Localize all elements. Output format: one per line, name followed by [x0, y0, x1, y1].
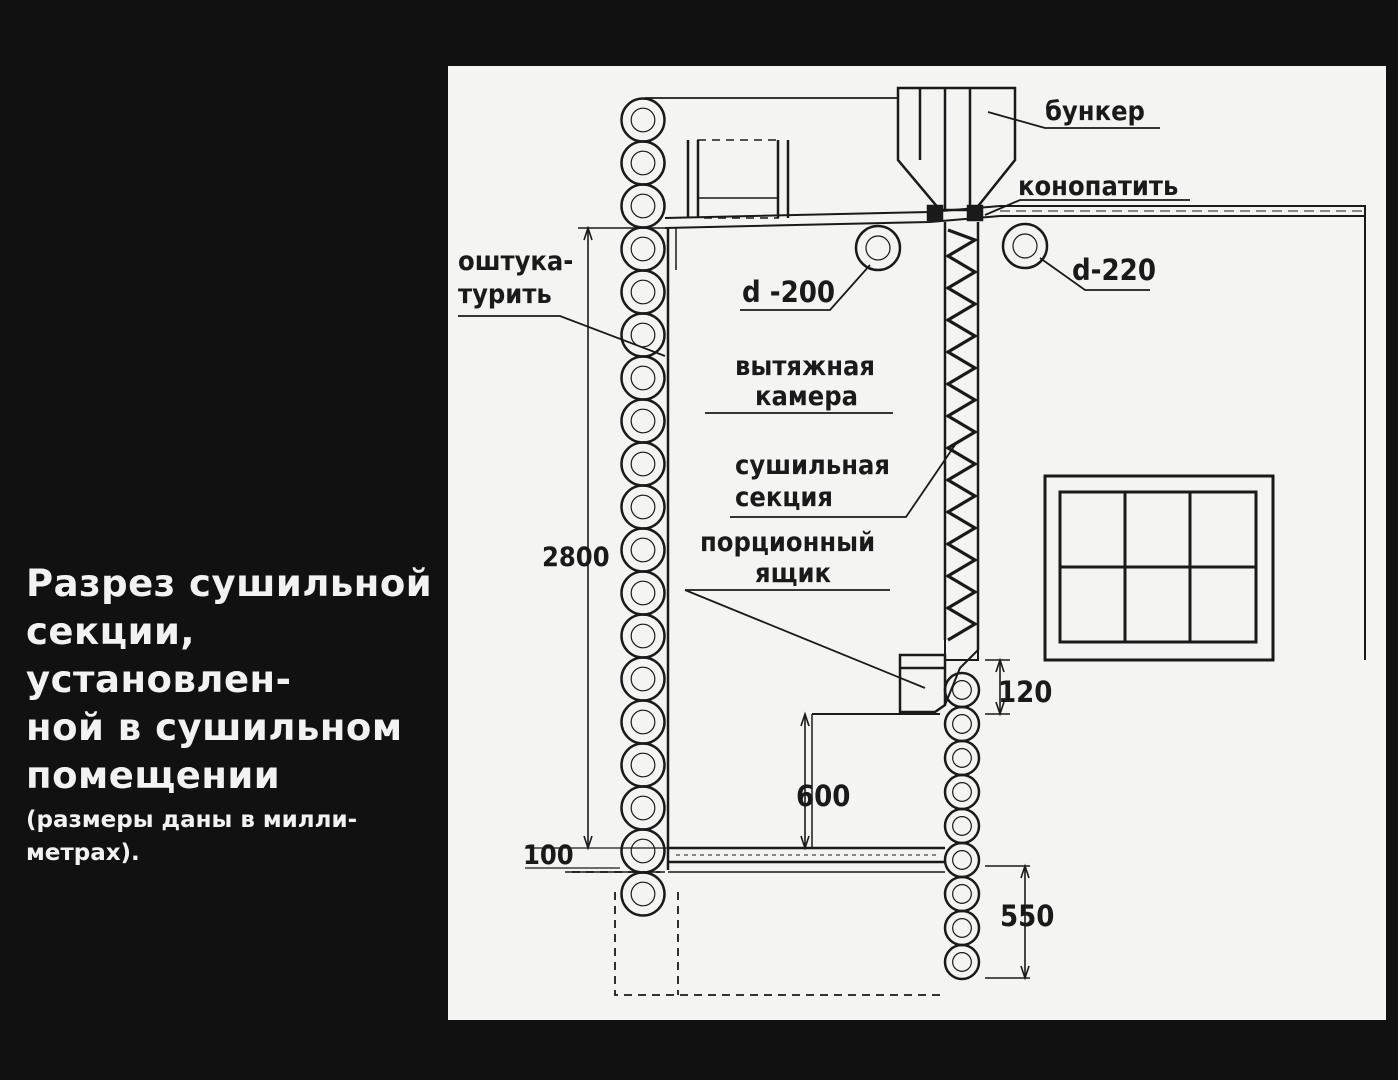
log	[620, 441, 666, 487]
log	[620, 183, 666, 229]
label-caulk: конопатить	[1018, 171, 1178, 202]
label-portion-line1: порционный	[700, 527, 875, 558]
log	[620, 742, 666, 788]
hopper	[896, 86, 1017, 222]
log	[620, 785, 666, 831]
log	[620, 97, 666, 143]
diagram-panel: бункер конопатить оштука- турить d -200 …	[448, 66, 1386, 1020]
log-ring	[952, 884, 972, 904]
foundation	[572, 871, 945, 996]
log-ring	[952, 918, 972, 938]
dimension-lines	[525, 225, 1030, 981]
window	[1043, 474, 1275, 662]
caption: Разрез сушильной секции, установлен- ной…	[26, 560, 446, 870]
pipe-d200	[854, 224, 902, 272]
log	[620, 527, 666, 573]
log-ring	[630, 150, 656, 176]
ceiling	[664, 205, 1366, 660]
caption-title-line: ной в сушильном	[26, 706, 403, 749]
caption-title-line: помещении	[26, 754, 281, 797]
log-ring	[630, 580, 656, 606]
log	[620, 355, 666, 401]
log-ring	[952, 782, 972, 802]
log	[943, 943, 981, 981]
label-drying-line2: секция	[735, 482, 833, 513]
log-ring	[952, 714, 972, 734]
leader-lines	[458, 111, 1190, 689]
log	[620, 312, 666, 358]
caption-note-line: (размеры даны в милли-	[26, 807, 358, 833]
label-exhaust-line2: камера	[755, 381, 858, 412]
right-log-wall	[943, 671, 981, 981]
log	[620, 398, 666, 444]
log	[943, 807, 981, 845]
dim-100: 100	[523, 840, 574, 871]
log-ring	[952, 952, 972, 972]
dim-120: 120	[998, 675, 1052, 709]
log	[943, 909, 981, 947]
label-drying-line1: сушильная	[735, 450, 890, 481]
log-ring	[630, 322, 656, 348]
caption-note-line: метрах).	[26, 840, 140, 866]
caption-note: (размеры даны в милли- метрах).	[26, 804, 446, 870]
log-ring	[952, 748, 972, 768]
label-d220: d-220	[1072, 253, 1156, 287]
log-ring	[630, 709, 656, 735]
left-log-wall	[620, 97, 666, 917]
log-ring	[630, 623, 656, 649]
log-ring	[630, 881, 656, 907]
log-ring	[630, 666, 656, 692]
log	[620, 699, 666, 745]
log-ring	[630, 279, 656, 305]
log	[620, 140, 666, 186]
log	[620, 484, 666, 530]
chamber-interior	[666, 228, 945, 873]
dim-550: 550	[1000, 899, 1054, 933]
log	[620, 828, 666, 874]
dim-600: 600	[796, 779, 850, 813]
pipe-d220	[1001, 222, 1049, 270]
log-ring	[630, 838, 656, 864]
log-ring	[630, 451, 656, 477]
log	[620, 570, 666, 616]
caption-title-line: секции, установлен-	[26, 610, 292, 701]
label-plaster-line2: турить	[458, 279, 552, 310]
log-ring	[630, 365, 656, 391]
log-ring	[952, 850, 972, 870]
log	[943, 841, 981, 879]
log	[620, 871, 666, 917]
log	[943, 773, 981, 811]
label-exhaust-line1: вытяжная	[735, 351, 875, 382]
log	[620, 656, 666, 702]
dim-2800: 2800	[542, 542, 610, 573]
log	[620, 269, 666, 315]
label-portion-line2: ящик	[755, 558, 831, 589]
section-diagram: бункер конопатить оштука- турить d -200 …	[458, 86, 1366, 996]
log-ring	[630, 795, 656, 821]
log-ring	[630, 107, 656, 133]
log-ring	[630, 537, 656, 563]
log	[620, 226, 666, 272]
drying-shaft	[943, 222, 980, 661]
log-ring	[630, 236, 656, 262]
log-ring	[630, 408, 656, 434]
log-ring	[952, 816, 972, 836]
log-ring	[630, 494, 656, 520]
caption-title-line: Разрез сушильной	[26, 562, 433, 605]
caption-title: Разрез сушильной секции, установлен- ной…	[26, 560, 446, 800]
log-ring	[630, 193, 656, 219]
log	[620, 613, 666, 659]
log-ring	[952, 680, 972, 700]
log	[943, 705, 981, 743]
label-hopper: бункер	[1045, 96, 1145, 127]
exhaust-pipe	[686, 139, 790, 219]
log	[943, 875, 981, 913]
label-plaster-line1: оштука-	[458, 246, 573, 277]
portion-box	[811, 649, 979, 848]
log-ring	[630, 752, 656, 778]
label-d200: d -200	[742, 275, 835, 309]
log	[943, 739, 981, 777]
